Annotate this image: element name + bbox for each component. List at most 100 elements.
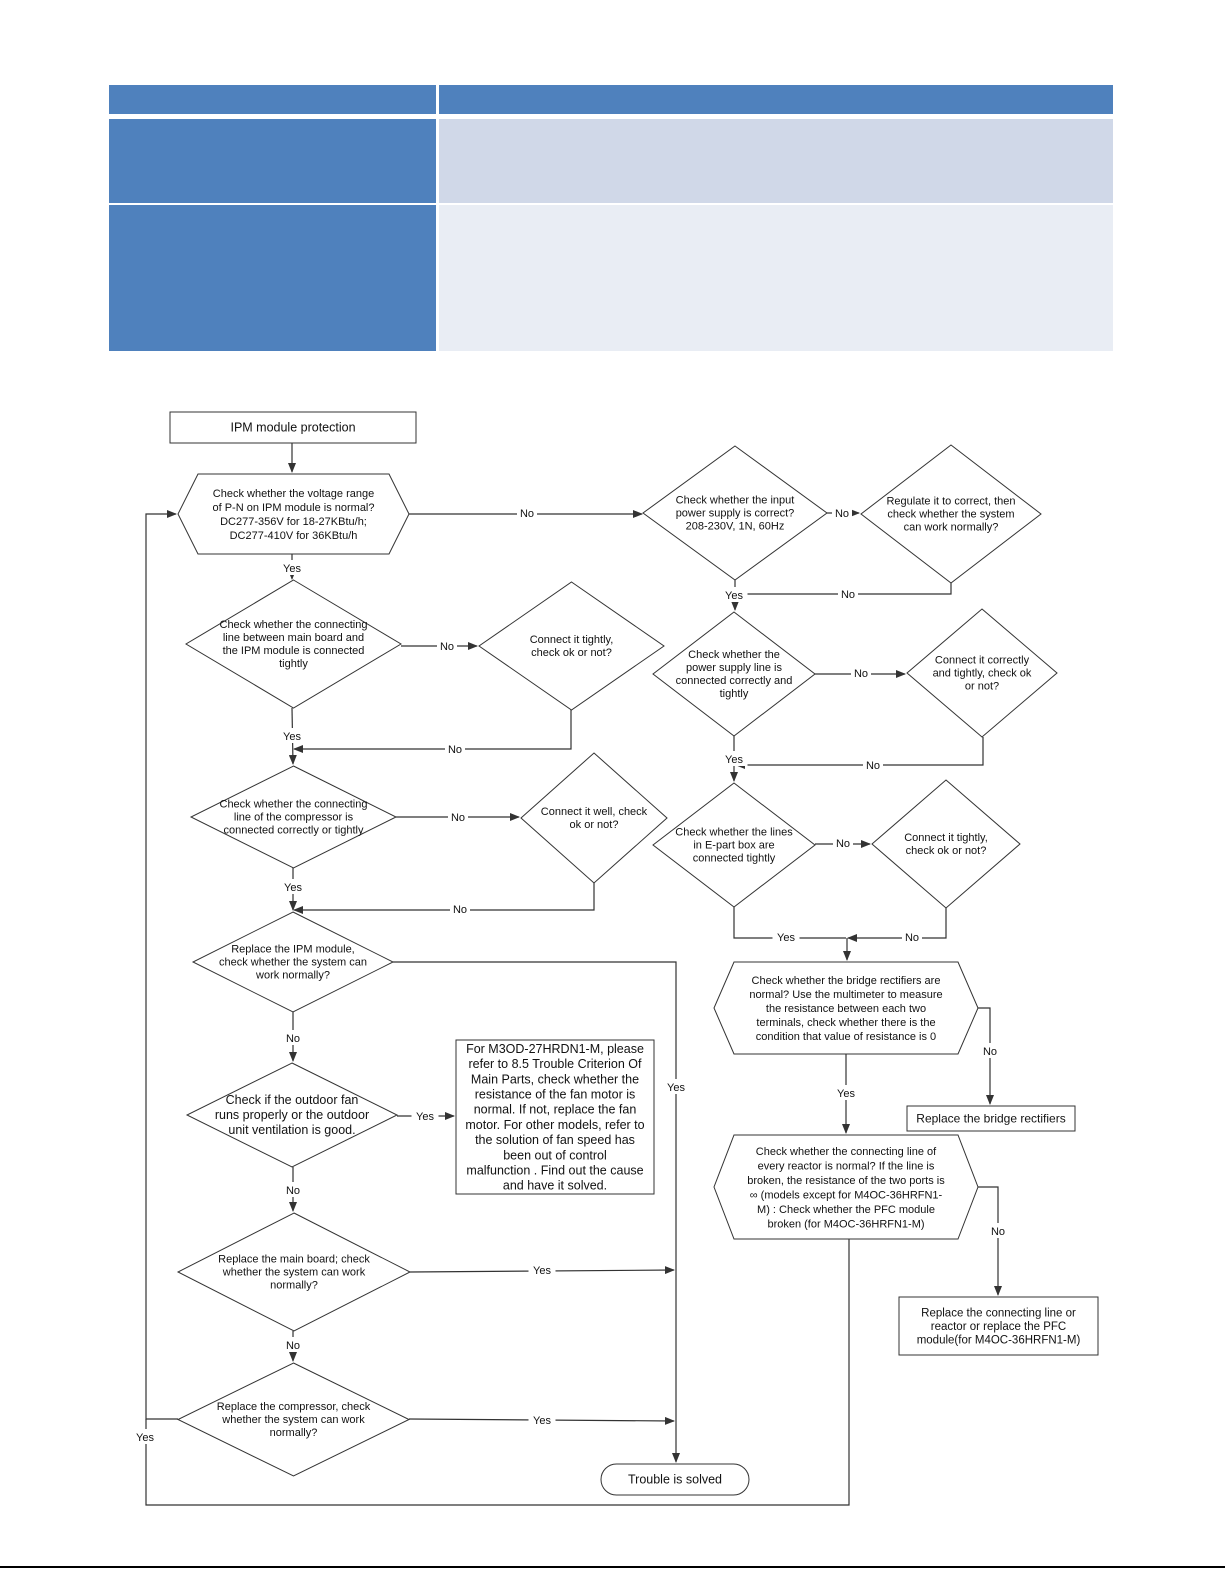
label-epart-yes: Yes: [777, 932, 795, 944]
end-text: Trouble is solved: [628, 1473, 722, 1487]
label-regulate-no-bg: [838, 586, 858, 601]
n-fan-shape: [455, 1039, 655, 1195]
label-epart-no-bg: [833, 835, 853, 850]
a-comp-line-shape: [520, 752, 668, 884]
table-row1-left: [109, 119, 436, 203]
edge-bridge-no: [978, 1007, 994, 1105]
label-fan-no-bg: [283, 1182, 303, 1197]
label-voltage-no-bg: [517, 505, 537, 520]
q-bridge-shape: [713, 961, 979, 1055]
label-comp-line-yes: Yes: [284, 882, 302, 894]
q-mainboard-shape: [176, 1212, 412, 1332]
label-comp-recheck-no: No: [453, 904, 467, 916]
a-regulate-shape: [860, 444, 1042, 584]
label-power-line-no: No: [854, 668, 868, 680]
start-text: IPM module protection: [230, 421, 355, 435]
q-ipm-line-shape: [185, 579, 402, 709]
a-epart-text: Connect it tightly,check ok or not?: [904, 832, 988, 857]
label-ipm-line-no: No: [440, 641, 454, 653]
label-epart-recheck-no-bg: [902, 929, 922, 944]
label-power-line-no-bg: [851, 665, 871, 680]
label-ipm-line-yes-bg: [278, 728, 306, 743]
label-input-no: No: [835, 508, 849, 520]
q-power-line-shape: [652, 611, 816, 737]
footer-rule: [0, 1566, 1225, 1568]
label-replace-ipm-no-bg: [283, 1030, 303, 1045]
a-epart-shape: [871, 779, 1021, 909]
a-ipm-line-text: Connect it tightly,check ok or not?: [530, 634, 614, 659]
label-comp-line-no-bg: [448, 809, 468, 824]
label-fan-yes-bg: [411, 1108, 439, 1123]
label-replace-ipm-no: No: [286, 1033, 300, 1045]
label-ipm-line-no-bg: [437, 638, 457, 653]
label-power-recheck-no-bg: [863, 757, 883, 772]
a-reactor-shape: [898, 1296, 1099, 1356]
label-mainboard-no-bg: [283, 1337, 303, 1352]
edge-ipm-recheck-no: [293, 710, 572, 753]
label-voltage-yes: Yes: [283, 563, 301, 575]
label-ipm-recheck-no: No: [448, 744, 462, 756]
q-compressor-shape: [176, 1362, 411, 1477]
a-bridge-shape: [906, 1105, 1076, 1132]
label-bridge-yes: Yes: [837, 1088, 855, 1100]
label-fan-yes: Yes: [416, 1111, 434, 1123]
label-input-yes: Yes: [725, 590, 743, 602]
edge-power-recheck-no: [735, 737, 984, 769]
label-mainboard-yes-bg: [528, 1262, 556, 1277]
label-voltage-no: No: [520, 508, 534, 520]
edge-epart-yes: [733, 907, 846, 939]
label-replace-ipm-yes-bg: [662, 1079, 690, 1094]
label-bridge-no: No: [983, 1046, 997, 1058]
q-comp-line-shape: [189, 765, 398, 869]
label-epart-yes-bg: [772, 929, 800, 944]
a-ipm-line-shape: [478, 581, 665, 711]
label-mainboard-no: No: [286, 1340, 300, 1352]
label-epart-no: No: [836, 838, 850, 850]
q-replace-ipm-shape: [191, 911, 395, 1013]
label-compressor-yes: Yes: [533, 1415, 551, 1427]
label-voltage-yes-bg: [278, 560, 306, 575]
end-shape: [600, 1463, 750, 1496]
label-power-line-yes: Yes: [725, 754, 743, 766]
edge-comp-recheck-no: [293, 883, 595, 914]
label-power-line-yes-bg: [720, 751, 748, 766]
label-mainboard-yes: Yes: [533, 1265, 551, 1277]
label-ipm-recheck-no-bg: [445, 741, 465, 756]
label-compressor-loop-yes-bg: [131, 1429, 159, 1444]
table-row1-right: [439, 119, 1113, 203]
label-bridge-yes-bg: [832, 1085, 860, 1100]
a-bridge-text: Replace the bridge rectifiers: [916, 1111, 1065, 1125]
label-regulate-no: No: [841, 589, 855, 601]
a-power-line-shape: [906, 608, 1058, 738]
table-row2-right: [439, 205, 1113, 351]
label-fan-no: No: [286, 1185, 300, 1197]
label-comp-line-yes-bg: [279, 879, 307, 894]
label-power-recheck-no: No: [866, 760, 880, 772]
q-fan-shape: [185, 1062, 399, 1168]
label-input-no-bg: [832, 505, 852, 520]
label-compressor-loop-yes: Yes: [136, 1432, 154, 1444]
label-epart-recheck-no: No: [905, 932, 919, 944]
edge-regulate-no: [736, 583, 952, 598]
q-input-shape: [642, 445, 828, 581]
edge-reactor-no: [978, 1186, 1002, 1296]
q-replace-ipm-text: Replace the IPM module,check whether the…: [219, 944, 367, 982]
label-comp-line-no: No: [451, 812, 465, 824]
label-bridge-no-bg: [980, 1043, 1000, 1058]
label-comp-recheck-no-bg: [450, 901, 470, 916]
q-reactor-shape: [713, 1134, 979, 1240]
